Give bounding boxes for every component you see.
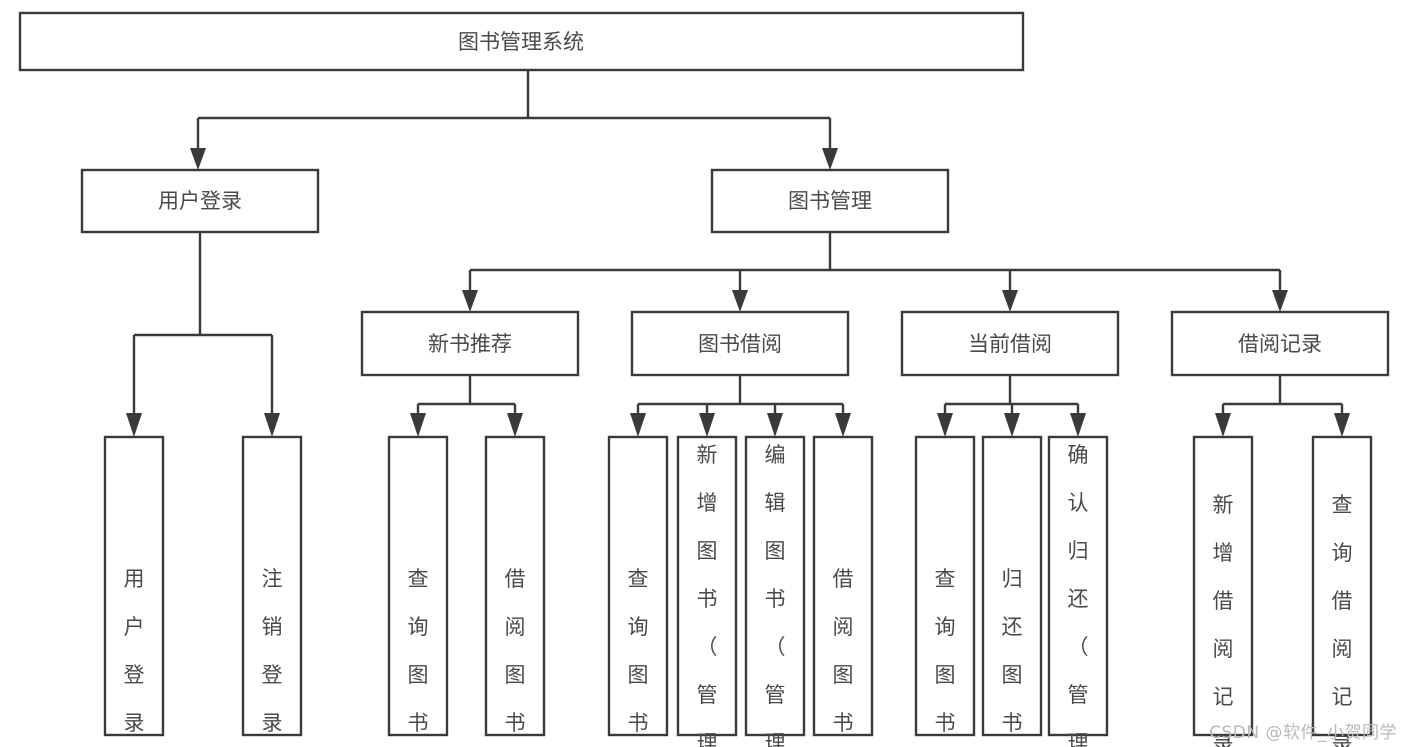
node-leaf-add-record[interactable]: 新增借阅记录 (1192, 435, 1254, 747)
node-leaf-query-book-3-label: 查询图书 (935, 567, 956, 735)
node-leaf-query-book-3[interactable]: 查询图书 (914, 435, 976, 737)
node-leaf-query-record-box[interactable] (1311, 435, 1373, 737)
arrow-head-leaf-query-book-2 (630, 413, 646, 437)
node-leaf-edit-book-label: 编辑图书（管理员） (765, 443, 786, 747)
node-book-borrow-label: 图书借阅 (698, 332, 782, 356)
node-leaf-return-book[interactable]: 归还图书 (981, 435, 1043, 737)
arrow-head-new-book-recommend (462, 290, 478, 312)
node-leaf-borrow-book-1[interactable]: 借阅图书 (484, 435, 546, 737)
arrow-head-leaf-add-book (699, 413, 715, 437)
node-leaf-logout-box[interactable] (241, 435, 303, 737)
node-current-borrow-box[interactable] (900, 310, 1120, 377)
node-root-label: 图书管理系统 (458, 30, 584, 54)
node-new-book-recommend[interactable]: 新书推荐 (360, 310, 580, 377)
arrow-head-book-borrow (732, 290, 748, 312)
node-leaf-add-book-box[interactable] (676, 435, 738, 737)
node-leaf-query-book-1-label: 查询图书 (408, 567, 429, 735)
node-leaf-borrow-book-2[interactable]: 借阅图书 (812, 435, 874, 737)
node-leaf-return-book-label: 归还图书 (1002, 567, 1023, 735)
node-leaf-return-book-box[interactable] (981, 435, 1043, 737)
node-leaf-query-book-2[interactable]: 查询图书 (607, 435, 669, 737)
node-leaf-add-record-box[interactable] (1192, 435, 1254, 737)
arrow-head-leaf-query-book-1 (410, 413, 426, 437)
node-user-login-label: 用户登录 (158, 189, 242, 213)
connector-layer (126, 70, 1350, 437)
node-leaf-query-record-label: 查询借阅记录 (1332, 493, 1353, 747)
node-leaf-borrow-book-2-box[interactable] (812, 435, 874, 737)
node-book-borrow[interactable]: 图书借阅 (630, 310, 850, 377)
node-leaf-borrow-book-2-label: 借阅图书 (833, 567, 854, 735)
node-book-management[interactable]: 图书管理 (710, 168, 950, 234)
node-current-borrow-label: 当前借阅 (968, 332, 1052, 356)
arrow-head-leaf-confirm-return (1070, 413, 1086, 437)
node-new-book-recommend-label: 新书推荐 (428, 332, 512, 356)
node-leaf-query-book-2-box[interactable] (607, 435, 669, 737)
node-leaf-query-record[interactable]: 查询借阅记录 (1311, 435, 1373, 747)
node-leaf-borrow-book-1-box[interactable] (484, 435, 546, 737)
node-book-management-box[interactable] (710, 168, 950, 234)
arrow-head-leaf-borrow-book-1 (507, 413, 523, 437)
node-current-borrow[interactable]: 当前借阅 (900, 310, 1120, 377)
node-book-borrow-box[interactable] (630, 310, 850, 377)
arrow-head-leaf-return-book (1004, 413, 1020, 437)
node-leaf-edit-book[interactable]: 编辑图书（管理员） (744, 435, 806, 747)
node-leaf-query-book-1[interactable]: 查询图书 (387, 435, 449, 737)
arrow-head-leaf-edit-book (767, 413, 783, 437)
arrow-head-borrow-record (1272, 290, 1288, 312)
arrow-head-leaf-query-record (1334, 413, 1350, 437)
arrow-head-leaf-query-book-3 (937, 413, 953, 437)
node-leaf-user-login[interactable]: 用户登录 (103, 435, 165, 737)
node-borrow-record[interactable]: 借阅记录 (1170, 310, 1390, 377)
arrow-head-leaf-borrow-book-2 (835, 413, 851, 437)
arrow-head-current-borrow (1002, 290, 1018, 312)
node-leaf-confirm-return-box[interactable] (1047, 435, 1109, 737)
node-leaf-query-book-2-label: 查询图书 (628, 567, 649, 735)
node-leaf-user-login-label: 用户登录 (124, 567, 145, 735)
node-leaf-confirm-return-label: 确认归还（管理员） (1068, 443, 1089, 747)
node-book-management-label: 图书管理 (788, 189, 872, 213)
node-root-box[interactable] (18, 11, 1025, 72)
node-leaf-add-record-label: 新增借阅记录 (1213, 493, 1234, 747)
node-leaf-logout[interactable]: 注销登录 (241, 435, 303, 737)
node-borrow-record-label: 借阅记录 (1238, 332, 1322, 356)
node-leaf-edit-book-box[interactable] (744, 435, 806, 737)
node-leaf-query-book-3-box[interactable] (914, 435, 976, 737)
node-leaf-logout-label: 注销登录 (262, 567, 283, 735)
node-user-login[interactable]: 用户登录 (80, 168, 320, 234)
node-borrow-record-box[interactable] (1170, 310, 1390, 377)
node-user-login-box[interactable] (80, 168, 320, 234)
node-root[interactable]: 图书管理系统 (18, 11, 1025, 72)
arrow-head-leaf-user-login (126, 413, 142, 437)
node-leaf-borrow-book-1-label: 借阅图书 (505, 567, 526, 735)
arrow-head-leaf-add-record (1215, 413, 1231, 437)
arrow-head-leaf-logout (264, 413, 280, 437)
node-new-book-recommend-box[interactable] (360, 310, 580, 377)
node-leaf-add-book[interactable]: 新增图书（管理员） (676, 435, 738, 747)
node-leaf-confirm-return[interactable]: 确认归还（管理员） (1047, 435, 1109, 747)
arrow-head-book-management (822, 148, 838, 170)
node-leaf-user-login-box[interactable] (103, 435, 165, 737)
node-leaf-query-book-1-box[interactable] (387, 435, 449, 737)
node-leaf-add-book-label: 新增图书（管理员） (697, 443, 718, 747)
arrow-head-user-login (190, 148, 206, 170)
